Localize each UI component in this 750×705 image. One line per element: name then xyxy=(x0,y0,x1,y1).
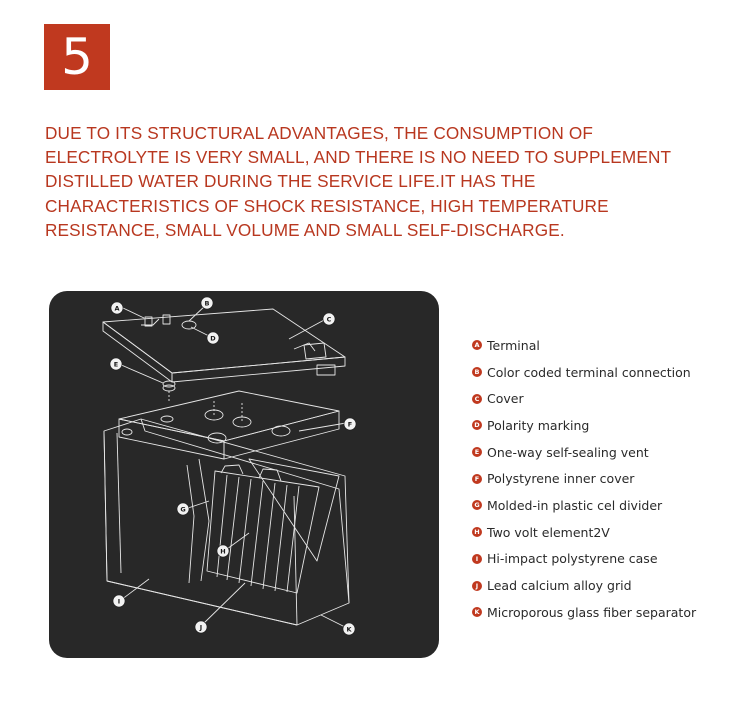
legend-item: K Microporous glass fiber separator xyxy=(472,599,696,626)
headline-line-2: ELECTROLYTE IS VERY SMALL, AND THERE IS … xyxy=(45,147,672,168)
callout-k: K xyxy=(342,622,356,636)
polarity-mark-plus xyxy=(181,320,197,330)
callout-f-label: F xyxy=(348,420,352,428)
section-number: 5 xyxy=(61,28,93,86)
headline: DUE TO ITS STRUCTURAL ADVANTAGES, THE CO… xyxy=(45,121,735,242)
legend-bullet-j: J xyxy=(472,580,482,591)
cover-front-face xyxy=(102,321,173,383)
legend-label: Two volt element2V xyxy=(487,524,610,540)
legend-bullet-k: K xyxy=(472,607,482,618)
legend-label: One-way self-sealing vent xyxy=(487,444,649,460)
callout-a-label: A xyxy=(114,304,119,312)
callout-g-label: G xyxy=(180,505,185,513)
legend-bullet-i: I xyxy=(472,553,482,564)
legend-label: Cover xyxy=(487,391,524,407)
battery-exploded-diagram: A B C D E F G H I J K xyxy=(49,291,439,658)
callout-f: F xyxy=(343,417,357,431)
legend-item: F Polystyrene inner cover xyxy=(472,465,696,492)
cover-top-outline xyxy=(102,308,346,374)
cover-side-face xyxy=(171,356,346,383)
legend-bullet-d: D xyxy=(472,420,482,431)
parts-legend: A Terminal B Color coded terminal connecti… xyxy=(472,332,696,626)
legend-bullet-h: H xyxy=(472,527,482,538)
callout-b-label: B xyxy=(205,299,210,307)
legend-item: B Color coded terminal connection xyxy=(472,359,696,386)
callout-e: E xyxy=(109,357,123,371)
callout-c-label: C xyxy=(327,315,332,323)
legend-bullet-f: F xyxy=(472,473,482,484)
legend-label: Color coded terminal connection xyxy=(487,364,691,380)
callout-j: J xyxy=(194,620,208,634)
callout-i: I xyxy=(112,594,126,608)
section-number-badge: 5 xyxy=(44,24,110,90)
legend-item: E One-way self-sealing vent xyxy=(472,439,696,466)
terminal-post-right xyxy=(162,314,171,325)
legend-item: J Lead calcium alloy grid xyxy=(472,572,696,599)
callout-b: B xyxy=(200,296,214,310)
callout-d-label: D xyxy=(210,334,216,342)
callout-h-label: H xyxy=(220,547,225,555)
battery-case-outline xyxy=(103,418,350,626)
legend-bullet-c: C xyxy=(472,393,482,404)
callout-d: D xyxy=(206,331,220,345)
legend-label: Microporous glass fiber separator xyxy=(487,604,697,620)
legend-bullet-b: B xyxy=(472,367,482,378)
legend-label: Polarity marking xyxy=(487,417,590,433)
headline-line-5: RESISTANCE, SMALL VOLUME AND SMALL SELF-… xyxy=(45,219,565,240)
callout-g: G xyxy=(176,502,190,516)
legend-item: I Hi-impact polystyrene case xyxy=(472,546,696,573)
legend-label: Molded-in plastic cel divider xyxy=(487,497,663,513)
callout-c: C xyxy=(322,312,336,326)
legend-item: A Terminal xyxy=(472,332,696,359)
terminal-connection-block xyxy=(316,364,336,376)
callout-k-label: K xyxy=(346,625,352,633)
callout-j-label: J xyxy=(199,623,202,631)
element-plate-block xyxy=(206,470,320,594)
callout-h: H xyxy=(216,544,230,558)
legend-bullet-a: A xyxy=(472,340,482,351)
legend-label: Polystyrene inner cover xyxy=(487,471,635,487)
callout-e-label: E xyxy=(114,360,118,368)
callout-a: A xyxy=(110,301,124,315)
legend-item: C Cover xyxy=(472,385,696,412)
legend-label: Hi-impact polystyrene case xyxy=(487,551,658,567)
legend-item: H Two volt element2V xyxy=(472,519,696,546)
callout-labels: A B C D E F G H I J K xyxy=(109,296,357,636)
legend-item: D Polarity marking xyxy=(472,412,696,439)
headline-line-4: CHARACTERISTICS OF SHOCK RESISTANCE, HIG… xyxy=(45,195,609,216)
legend-label: Terminal xyxy=(487,337,540,353)
legend-label: Lead calcium alloy grid xyxy=(487,578,632,594)
headline-line-3: DISTILLED WATER DURING THE SERVICE LIFE.… xyxy=(45,171,536,192)
terminal-post-left xyxy=(144,316,153,327)
battery-line-art: A B C D E F G H I J K xyxy=(102,296,357,636)
legend-bullet-g: G xyxy=(472,500,482,511)
legend-item: G Molded-in plastic cel divider xyxy=(472,492,696,519)
legend-bullet-e: E xyxy=(472,447,482,458)
headline-line-1: DUE TO ITS STRUCTURAL ADVANTAGES, THE CO… xyxy=(45,123,593,143)
callout-i-label: I xyxy=(118,597,120,605)
